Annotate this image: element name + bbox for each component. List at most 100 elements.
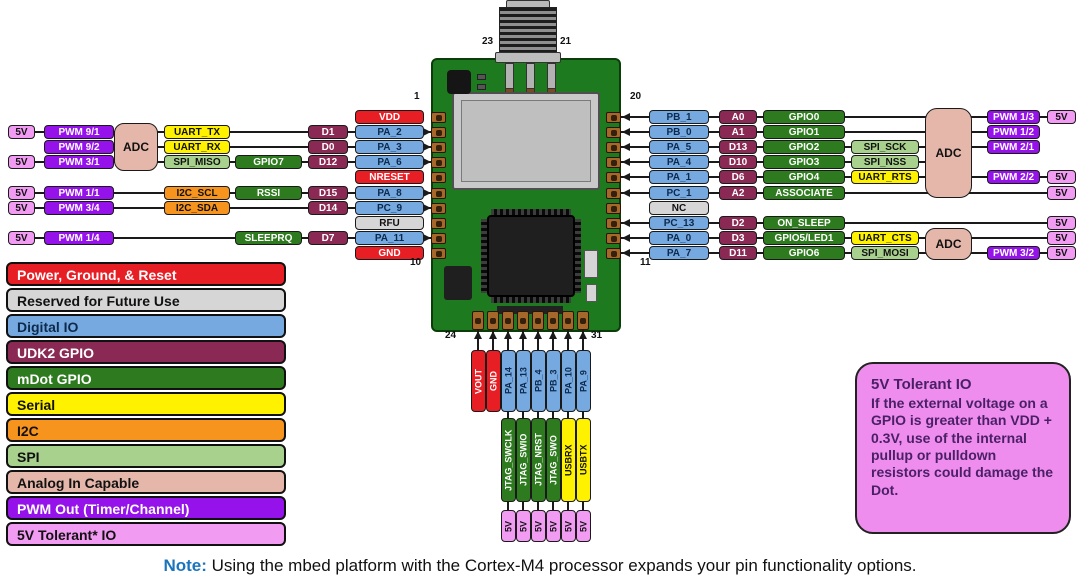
wire-bottom-PA_14 [507, 330, 509, 351]
pin-number-ant_left: 23 [482, 36, 494, 47]
wire-left-PA_11 [21, 237, 440, 239]
wire-bottom-PA_10 [567, 330, 569, 351]
adc-left: ADC [114, 123, 158, 171]
pin-number-bottom_left: 10 [410, 257, 422, 268]
label-udk-PC_13: D2 [719, 216, 757, 230]
label-pwm-PA_1: PWM 2/2 [987, 170, 1040, 184]
arrow-right-PB_0 [622, 128, 630, 136]
pad-bottom-GND-slot [490, 318, 496, 324]
arrow-bottom-PA_13 [519, 331, 527, 339]
pad-left-VDD-slot [436, 115, 442, 121]
wire-5v-PA_10 [567, 501, 569, 511]
pin-PA_11: PA_11 [355, 231, 424, 245]
label-udk-PA_1: D6 [719, 170, 757, 184]
pad-left-PA_3-slot [436, 145, 442, 151]
label-gpio-PC_1: ASSOCIATE [763, 186, 845, 200]
label-5v-right-PA_0: 5V [1047, 231, 1076, 245]
label-serial-PA_5: SPI_SCK [851, 140, 919, 154]
label-serial-PA_1: UART_RTS [851, 170, 919, 184]
label-5v-bottom-PA_10: 5V [561, 510, 576, 542]
pin-number-bot_row_left: 24 [445, 330, 457, 341]
pin-PA_9: PA_9 [576, 350, 591, 412]
arrow-right-PA_1 [622, 173, 630, 181]
chip-leads-bottom [491, 296, 571, 303]
label-gpio-PA_1: GPIO4 [763, 170, 845, 184]
pad-left-PA_6-slot [436, 160, 442, 166]
legend-item-5: Serial [6, 392, 286, 416]
chip-leads-right [574, 219, 581, 293]
arrow-left-PA_11 [423, 234, 431, 242]
pad-left-RFU-slot [436, 221, 442, 227]
legend-item-4: mDot GPIO [6, 366, 286, 390]
legend-item-7: SPI [6, 444, 286, 468]
label-pwm-PA_11: PWM 1/4 [44, 231, 114, 245]
pad-right-PB_1-slot [611, 115, 617, 121]
pad-right-PA_4-slot [611, 160, 617, 166]
label-gpio-PA_0: GPIO5/LED1 [763, 231, 845, 245]
legend-item-3: UDK2 GPIO [6, 340, 286, 364]
label-gpio-PA_5: GPIO2 [763, 140, 845, 154]
arrow-bottom-PB_3 [549, 331, 557, 339]
label-gpio-PB_0: GPIO1 [763, 125, 845, 139]
label-pwm-PB_1: PWM 1/3 [987, 110, 1040, 124]
pin-PA_7: PA_7 [649, 246, 709, 260]
chip-strip [497, 306, 563, 314]
label-gpio-PA_4: GPIO3 [763, 155, 845, 169]
pin-VOUT: VOUT [471, 350, 486, 412]
pin-PA_5: PA_5 [649, 140, 709, 154]
label-serial-PA_6: SPI_MISO [164, 155, 230, 169]
arrow-bottom-PA_10 [564, 331, 572, 339]
label-5v-bottom-PB_4: 5V [531, 510, 546, 542]
pad-bottom-PA_9-slot [580, 318, 586, 324]
pin-number-ant_right: 21 [560, 36, 572, 47]
wire-left-PA_8 [21, 192, 440, 194]
label-serial-PA_8: I2C_SCL [164, 186, 230, 200]
label-serial-PA_7: SPI_MOSI [851, 246, 919, 260]
arrow-bottom-PA_14 [504, 331, 512, 339]
label-udk-PA_5: D13 [719, 140, 757, 154]
antenna-leg [547, 63, 556, 91]
label-5v-bottom-PA_9: 5V [576, 510, 591, 542]
pad-left-GND-slot [436, 251, 442, 257]
label-udk-PA_11: D7 [308, 231, 348, 245]
wire-ext-PA_13 [522, 411, 524, 419]
label-pwm-PA_7: PWM 3/2 [987, 246, 1040, 260]
label-udk-PA_3: D0 [308, 140, 348, 154]
legend-item-0: Power, Ground, & Reset [6, 262, 286, 286]
component-right-1 [584, 250, 598, 278]
arrow-bottom-GND [489, 331, 497, 339]
pad-right-PA_0-slot [611, 236, 617, 242]
pad-left-PA_2-slot [436, 130, 442, 136]
pin-NC: NC [649, 201, 709, 215]
wire-ext-PB_4 [537, 411, 539, 419]
component-right-2 [586, 284, 597, 302]
label-ext-PA_13: JTAG_SWIO [516, 418, 531, 502]
arrow-right-PC_13 [622, 219, 630, 227]
pin-PB_3: PB_3 [546, 350, 561, 412]
wire-left-PA_3 [79, 146, 440, 148]
footer-note: Note: Using the mbed platform with the C… [0, 556, 1080, 576]
wire-left-PC_9 [21, 207, 440, 209]
footer-note-text: Using the mbed platform with the Cortex-… [206, 556, 917, 575]
label-5v-left-PA_6: 5V [8, 155, 35, 169]
wire-bottom-PA_13 [522, 330, 524, 351]
pad-right-PC_1-slot [611, 191, 617, 197]
arrow-left-PC_9 [423, 204, 431, 212]
pin-PA_4: PA_4 [649, 155, 709, 169]
label-5v-left-PA_11: 5V [8, 231, 35, 245]
adc-right-1: ADC [925, 108, 972, 198]
arrow-left-PA_3 [423, 143, 431, 151]
pad-left-PA_11-slot [436, 236, 442, 242]
label-udk-PA_0: D3 [719, 231, 757, 245]
label-udk-PA_6: D12 [308, 155, 348, 169]
label-pwm-PA_5: PWM 2/1 [987, 140, 1040, 154]
arrow-right-PA_5 [622, 143, 630, 151]
label-5v-bottom-PA_13: 5V [516, 510, 531, 542]
pin-PC_13: PC_13 [649, 216, 709, 230]
wire-ext-PA_14 [507, 411, 509, 419]
label-5v-right-PA_7: 5V [1047, 246, 1076, 260]
chip-leads-left [481, 219, 488, 293]
label-5v-right-PA_1: 5V [1047, 170, 1076, 184]
legend-item-6: I2C [6, 418, 286, 442]
